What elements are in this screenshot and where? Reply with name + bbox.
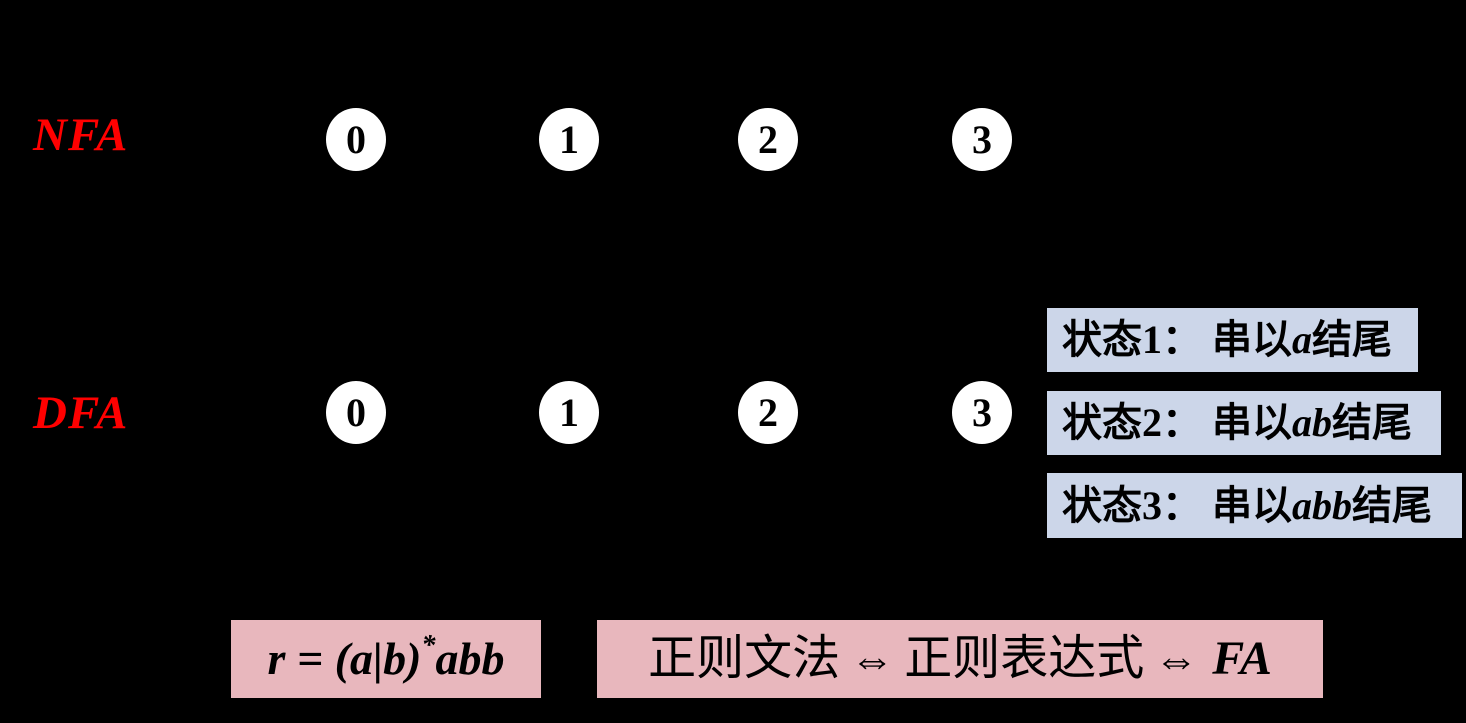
nfa-state-1: 1 (539, 108, 599, 171)
state1-note-title: 状态1： (1062, 317, 1202, 362)
nfa-row-label: NFA (33, 109, 129, 161)
equivalence-fa: FA (1212, 632, 1272, 685)
dfa-state-3: 3 (952, 381, 1012, 444)
state3-note-pre: 串以 (1202, 483, 1292, 528)
state1-note-post: 结尾 (1312, 317, 1392, 362)
regex-base: r = (a|b) (267, 633, 422, 684)
state3-note: 状态3： 串以abb结尾 (1047, 473, 1462, 538)
dfa-state-2: 2 (738, 381, 798, 444)
state2-note: 状态2： 串以ab结尾 (1047, 391, 1441, 455)
state3-note-title: 状态3： (1062, 483, 1202, 528)
regex-formula-box: r = (a|b)*abb (231, 620, 541, 698)
equivalence-arrow-icon: ⇔ (850, 635, 895, 684)
dfa-state-0: 0 (326, 381, 386, 444)
state3-note-post: 结尾 (1352, 483, 1432, 528)
equivalence-arrow-icon: ⇔ (1154, 635, 1199, 684)
nfa-state-3: 3 (952, 108, 1012, 171)
nfa-state-2: 2 (738, 108, 798, 171)
state3-note-suffix-italic: abb (1292, 483, 1352, 528)
regex-star-superscript: * (421, 630, 436, 661)
state2-note-suffix-italic: ab (1292, 400, 1332, 445)
regex-tail: abb (435, 633, 505, 684)
equivalence-statement-box: 正则文法⇔正则表达式⇔FA (597, 620, 1323, 698)
dfa-state-1: 1 (539, 381, 599, 444)
state1-note-pre: 串以 (1202, 317, 1292, 362)
state2-note-pre: 串以 (1202, 400, 1292, 445)
state2-note-post: 结尾 (1332, 400, 1412, 445)
state1-note-suffix-italic: a (1292, 317, 1312, 362)
equivalence-grammar: 正则文法 (648, 632, 841, 685)
equivalence-regex: 正则表达式 (904, 632, 1145, 685)
nfa-state-0: 0 (326, 108, 386, 171)
dfa-row-label: DFA (33, 387, 129, 439)
state2-note-title: 状态2： (1062, 400, 1202, 445)
state1-note: 状态1： 串以a结尾 (1047, 308, 1418, 372)
